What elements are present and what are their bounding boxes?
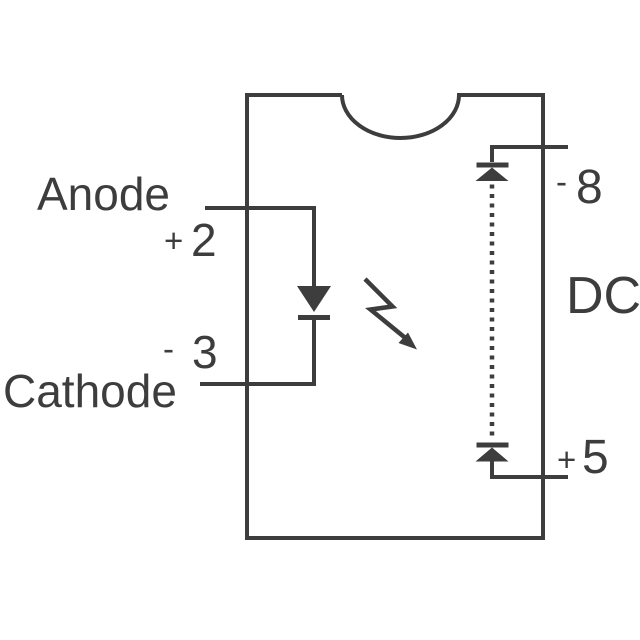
pin8-number: 8	[576, 161, 603, 214]
pin8-wire	[490, 145, 568, 162]
light-emission-arrow-icon	[363, 277, 417, 350]
pin8-sign: -	[556, 163, 567, 200]
cathode-label: Cathode	[3, 365, 177, 417]
anode-label: Anode	[37, 168, 170, 220]
pin5-wire	[490, 461, 568, 479]
pin2-number: 2	[191, 214, 217, 266]
pin2-sign: +	[164, 222, 183, 259]
light-arrow-zigzag	[363, 277, 408, 341]
output-diode-bottom-icon	[475, 442, 509, 462]
led-diode-icon	[297, 286, 331, 320]
output-top-triangle	[475, 167, 509, 181]
dc-label: DC	[566, 267, 640, 325]
ic-body-outline	[245, 93, 545, 540]
pin5-sign: +	[557, 441, 576, 478]
output-diode-top-icon	[475, 162, 509, 181]
light-arrowhead	[398, 332, 417, 350]
led-triangle	[297, 286, 331, 312]
input-wire	[200, 206, 316, 386]
pin5-number: 5	[582, 431, 609, 484]
pin3-number: 3	[192, 326, 218, 378]
output-bottom-triangle	[475, 447, 509, 462]
pin3-sign: -	[163, 330, 174, 367]
